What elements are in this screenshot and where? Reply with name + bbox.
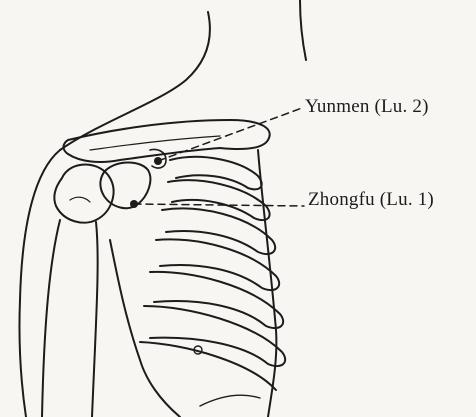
neck-right-outline [300,0,306,60]
zhongfu-label: Zhongfu (Lu. 1) [308,189,434,211]
neck-outline [60,12,210,150]
rib-7 [140,342,276,390]
shoulder-outline [19,150,60,417]
rib-2 [168,180,270,220]
humerus-shaft [42,220,60,417]
humerus-head [54,165,113,223]
zhongfu-leader-line [134,204,304,206]
yunmen-label: Yunmen (Lu. 2) [305,96,429,118]
rib-1 [170,157,262,189]
axilla-contour [110,240,180,417]
rib-3 [162,208,275,254]
rib-5 [150,272,283,328]
coracoid-process [100,163,150,209]
rib-4 [156,239,279,290]
rib-6 [144,306,285,366]
